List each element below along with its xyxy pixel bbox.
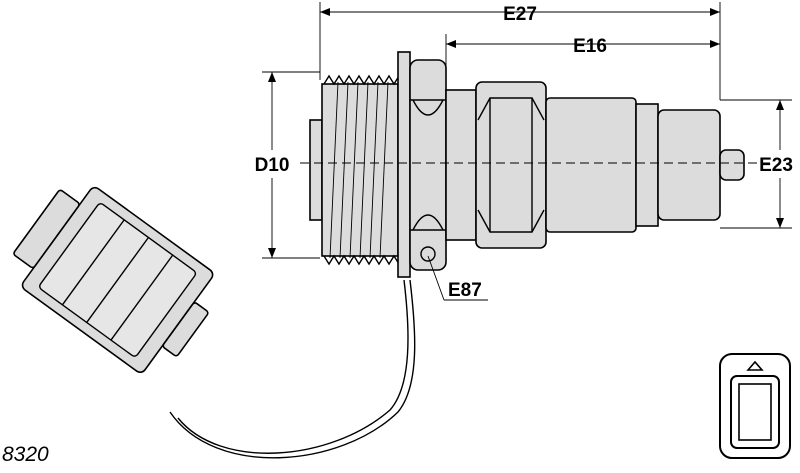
dimension-label-e27: E27: [503, 4, 537, 25]
panel-plate: [397, 51, 411, 278]
model-code: 8320: [2, 443, 49, 466]
dust-cap: [13, 186, 214, 374]
dimension-label-e16: E16: [573, 36, 607, 57]
dimension-label-e87: E87: [448, 280, 482, 301]
dimension-label-d10: D10: [255, 155, 290, 176]
threaded-body: [309, 74, 405, 266]
cap-strap: [177, 279, 409, 454]
panel-mount-icon: [719, 353, 791, 459]
dimension-label-e23: E23: [759, 155, 793, 176]
coupling-body: [445, 81, 745, 249]
dimension-e27: E27: [319, 2, 721, 100]
dimension-d10: D10: [255, 71, 320, 259]
dimension-e16: E16: [445, 34, 720, 88]
hex-nut: [409, 59, 447, 271]
dimension-e23: E23: [720, 99, 793, 229]
dimension-e87: E87: [427, 255, 488, 301]
